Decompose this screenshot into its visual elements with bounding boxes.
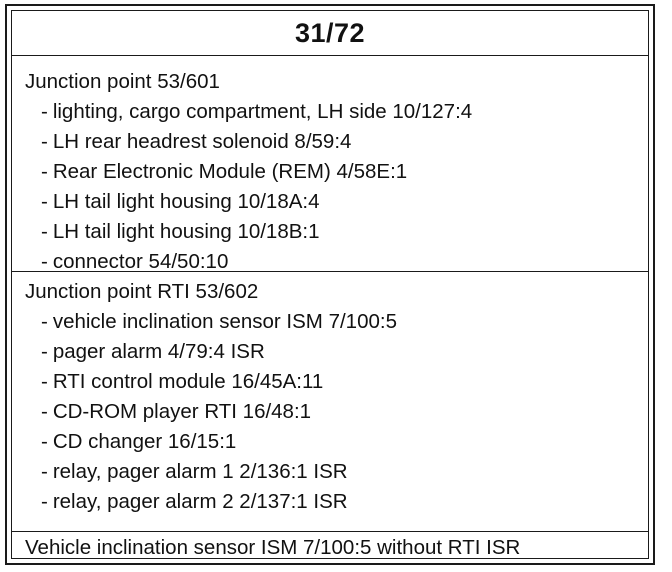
- list-item: -CD changer 16/15:1: [41, 430, 237, 453]
- section-junction-53-601: Junction point 53/601 -lighting, cargo c…: [12, 56, 648, 273]
- list-item: -LH tail light housing 10/18B:1: [41, 220, 320, 243]
- section-ism-without-rti: Vehicle inclination sensor ISM 7/100:5 w…: [12, 531, 648, 564]
- list-item: -Rear Electronic Module (REM) 4/58E:1: [41, 160, 408, 183]
- section-heading: Junction point 53/601: [25, 70, 220, 93]
- list-item: -LH rear headrest solenoid 8/59:4: [41, 130, 352, 153]
- table-inner-frame: 31/72 Junction point 53/601 -lighting, c…: [11, 10, 649, 559]
- list-item: -vehicle inclination sensor ISM 7/100:5: [41, 310, 397, 333]
- section-heading: Vehicle inclination sensor ISM 7/100:5 w…: [25, 536, 521, 559]
- list-item: -CD-ROM player RTI 16/48:1: [41, 400, 312, 423]
- reference-table: 31/72 Junction point 53/601 -lighting, c…: [5, 4, 655, 565]
- list-item: -pager alarm 4/79:4 ISR: [41, 340, 265, 363]
- table-header: 31/72: [12, 11, 648, 56]
- list-item: -connector 54/50:10: [41, 250, 229, 273]
- list-item: -relay, pager alarm 1 2/136:1 ISR: [41, 460, 348, 483]
- table-title: 31/72: [294, 17, 366, 48]
- list-item: -RTI control module 16/45A:11: [41, 370, 324, 393]
- list-item: -lighting, cargo compartment, LH side 10…: [41, 100, 473, 123]
- list-item: -relay, pager alarm 2 2/137:1 ISR: [41, 490, 348, 513]
- section-heading: Junction point RTI 53/602: [25, 280, 259, 303]
- list-item: -LH tail light housing 10/18A:4: [41, 190, 320, 213]
- section-junction-rti-53-602: Junction point RTI 53/602 -vehicle incli…: [12, 271, 648, 531]
